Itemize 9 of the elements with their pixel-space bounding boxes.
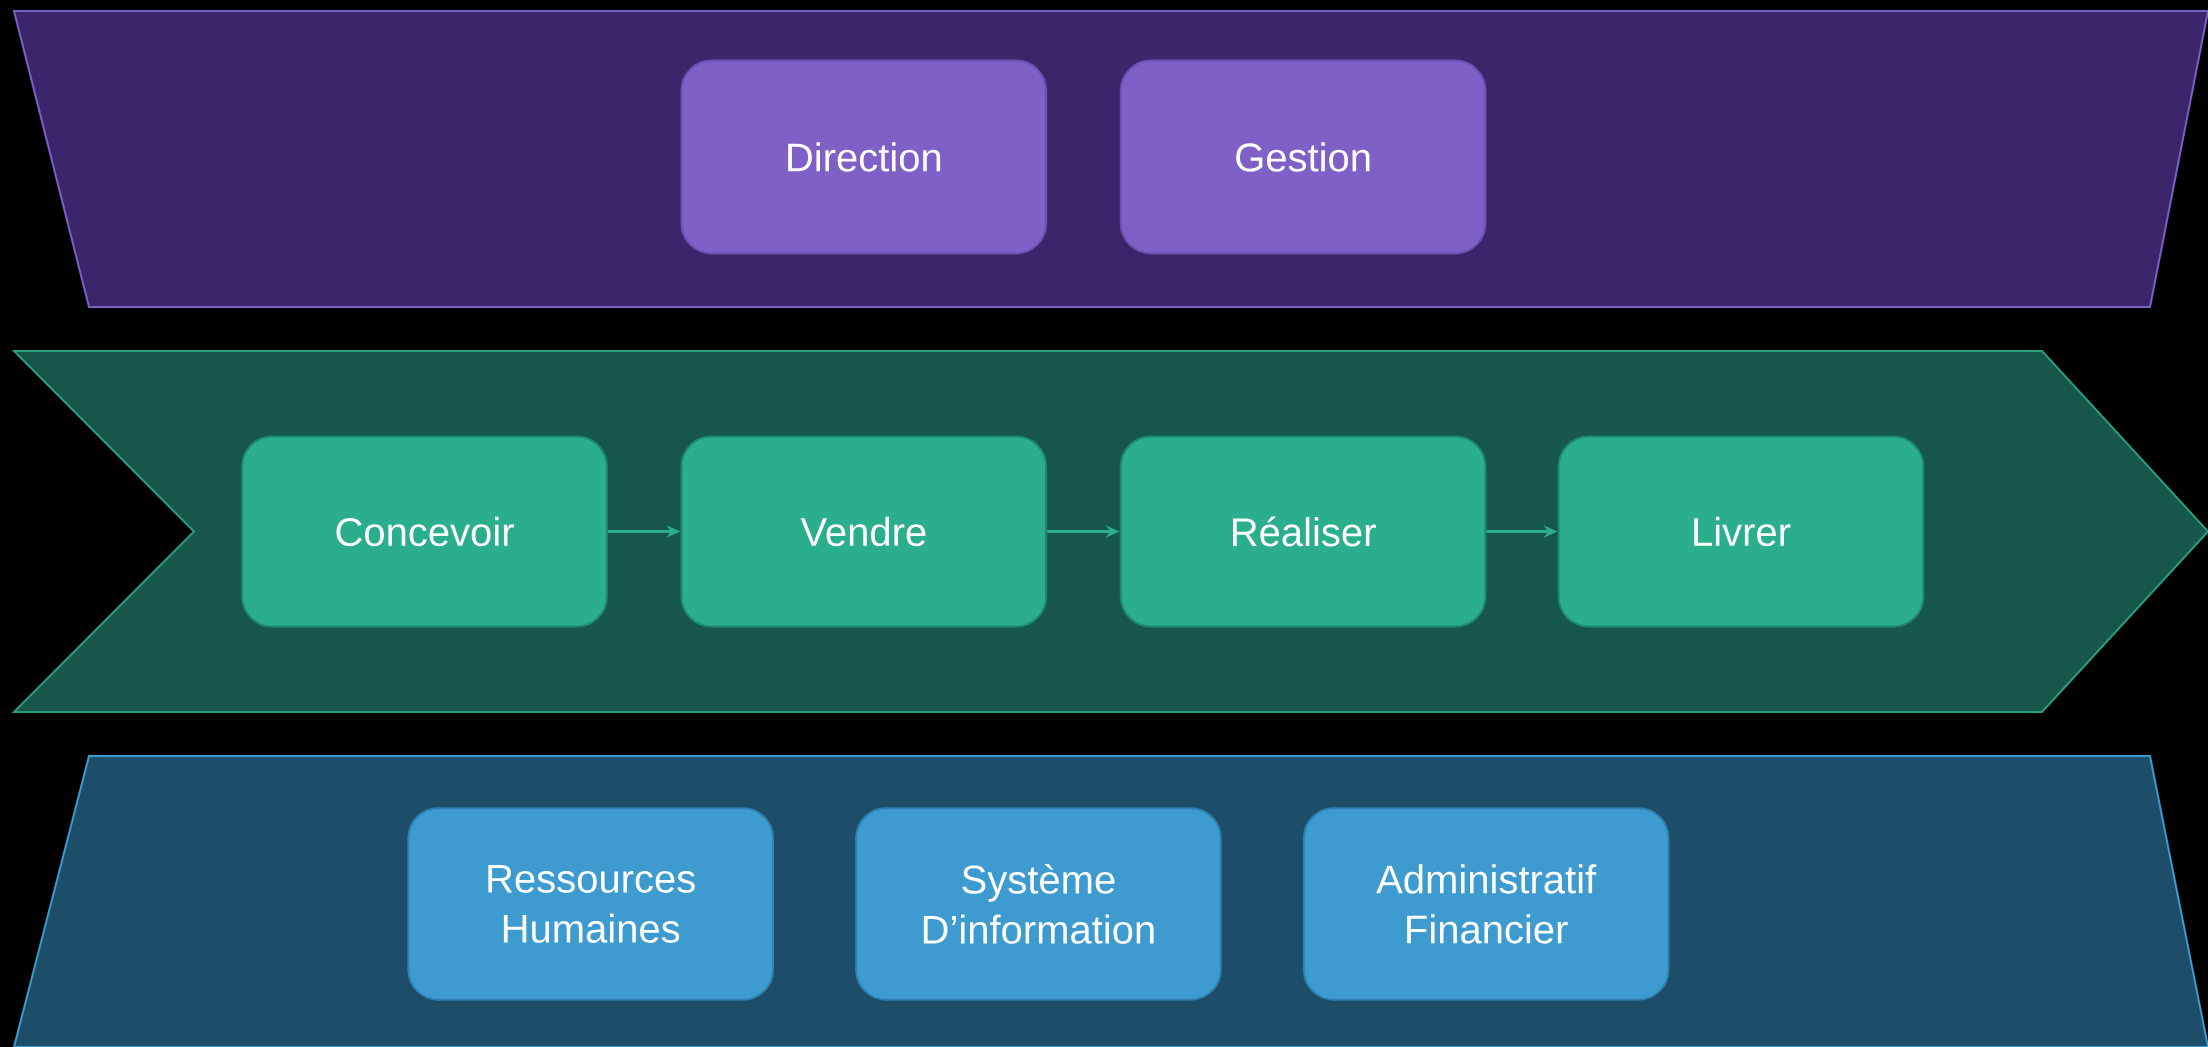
process-box: Administratif Financier [1302, 807, 1670, 1001]
process-box: Concevoir [241, 435, 608, 628]
process-box: Direction [680, 59, 1048, 255]
process-box: Gestion [1119, 59, 1487, 255]
process-box: Système D’information [855, 807, 1222, 1001]
process-box: Réaliser [1119, 435, 1487, 628]
process-box: Ressources Humaines [407, 807, 774, 1001]
process-box: Vendre [680, 435, 1048, 628]
process-box: Livrer [1557, 435, 1925, 628]
